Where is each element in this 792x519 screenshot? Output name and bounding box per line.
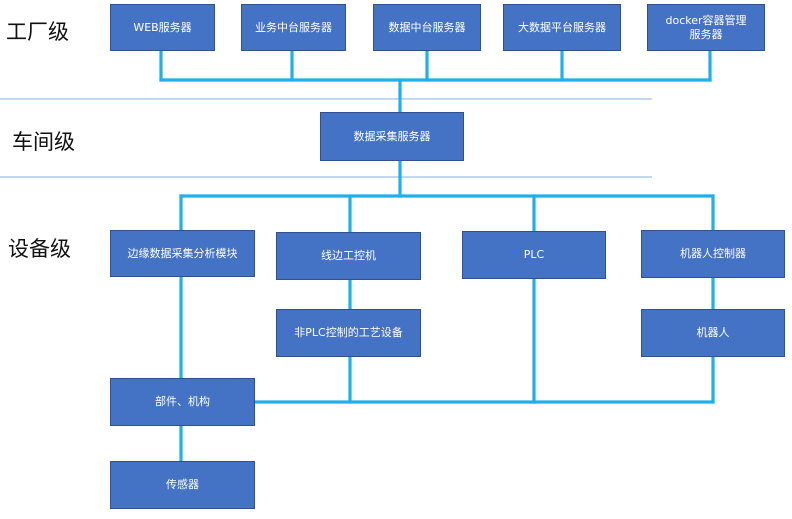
node-data-platform-server: 数据中台服务器 xyxy=(373,4,481,51)
level-label-workshop: 车间级 xyxy=(12,130,75,154)
node-docker-server: docker容器管理服务器 xyxy=(647,4,765,51)
node-non-plc-equipment: 非PLC控制的工艺设备 xyxy=(276,309,421,357)
node-line-controller: 线边工控机 xyxy=(276,232,421,280)
node-parts-mechanism-label: 部件、机构 xyxy=(155,395,210,408)
node-data-platform-server-label: 数据中台服务器 xyxy=(388,20,466,34)
node-robot-controller-label: 机器人控制器 xyxy=(680,247,746,260)
node-business-platform-server: 业务中台服务器 xyxy=(241,4,346,51)
node-line-controller-label: 线边工控机 xyxy=(321,249,376,262)
node-data-collection-server-label: 数据采集服务器 xyxy=(353,129,431,143)
node-robot: 机器人 xyxy=(641,309,785,357)
node-edge-analysis-module-label: 边缘数据采集分析模块 xyxy=(127,246,238,260)
node-business-platform-server-label: 业务中台服务器 xyxy=(255,20,332,34)
node-sensor-label: 传感器 xyxy=(166,478,199,491)
node-web-server-label: WEB服务器 xyxy=(133,20,192,34)
node-web-server: WEB服务器 xyxy=(110,4,215,51)
node-robot-label: 机器人 xyxy=(696,326,730,339)
node-docker-server-label: docker容器管理服务器 xyxy=(665,13,747,41)
node-bigdata-platform-server: 大数据平台服务器 xyxy=(503,4,621,51)
node-plc-label: PLC xyxy=(523,248,545,261)
node-robot-controller: 机器人控制器 xyxy=(641,230,785,278)
node-bigdata-platform-server-label: 大数据平台服务器 xyxy=(518,20,606,34)
level-label-factory: 工厂级 xyxy=(6,20,69,44)
level-label-equipment: 设备级 xyxy=(8,237,71,261)
node-sensor: 传感器 xyxy=(110,461,255,509)
node-data-collection-server: 数据采集服务器 xyxy=(320,112,464,161)
node-plc: PLC xyxy=(462,231,606,279)
node-parts-mechanism: 部件、机构 xyxy=(110,378,255,426)
node-non-plc-equipment-label: 非PLC控制的工艺设备 xyxy=(294,326,403,339)
node-edge-analysis-module: 边缘数据采集分析模块 xyxy=(110,230,255,277)
